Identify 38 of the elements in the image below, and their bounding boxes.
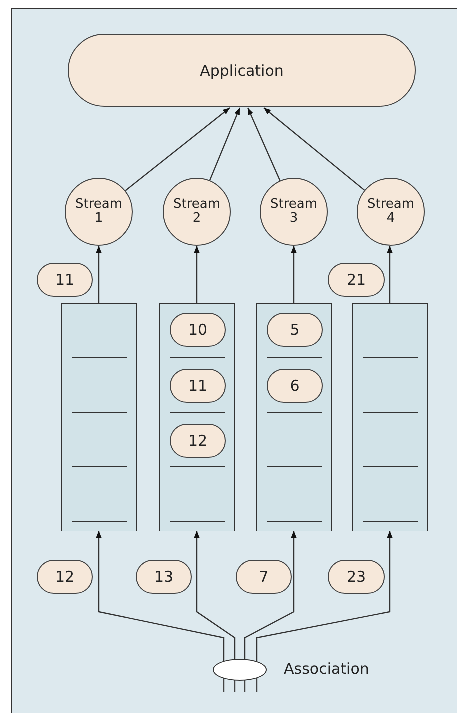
count-label: 5 <box>290 321 300 339</box>
arrow <box>264 108 366 191</box>
arrow <box>194 246 200 303</box>
count-label: 21 <box>346 271 366 289</box>
count-pill <box>170 369 226 403</box>
arrow <box>244 531 297 662</box>
arrow <box>209 108 241 181</box>
count-label: 6 <box>290 377 300 395</box>
count-pill <box>267 313 323 347</box>
application-label: Application <box>200 62 284 80</box>
association-label: Association <box>284 660 370 678</box>
queue-box <box>159 303 235 531</box>
stream-label: Stream 4 <box>366 198 416 226</box>
count-pill <box>267 369 323 403</box>
count-pill <box>170 424 226 458</box>
queue-box <box>352 303 428 531</box>
arrow <box>256 531 393 662</box>
queue-box <box>256 303 332 531</box>
count-label: 23 <box>346 568 366 586</box>
count-label: 11 <box>188 377 208 395</box>
count-label: 12 <box>188 432 208 450</box>
arrow <box>96 246 102 303</box>
queue-box <box>61 303 137 531</box>
arrow <box>194 531 236 662</box>
arrow <box>387 246 393 303</box>
arrow <box>125 108 230 192</box>
stream-label: Stream 3 <box>269 198 319 226</box>
count-label: 7 <box>259 568 269 586</box>
stream-label: Stream 1 <box>74 198 124 226</box>
count-label: 11 <box>55 271 75 289</box>
count-label: 13 <box>154 568 174 586</box>
count-pill <box>170 313 226 347</box>
count-label: 12 <box>55 568 75 586</box>
count-label: 10 <box>188 321 208 339</box>
stream-label: Stream 2 <box>172 198 222 226</box>
arrow <box>96 531 225 662</box>
arrow <box>247 108 281 182</box>
arrow <box>291 246 297 303</box>
